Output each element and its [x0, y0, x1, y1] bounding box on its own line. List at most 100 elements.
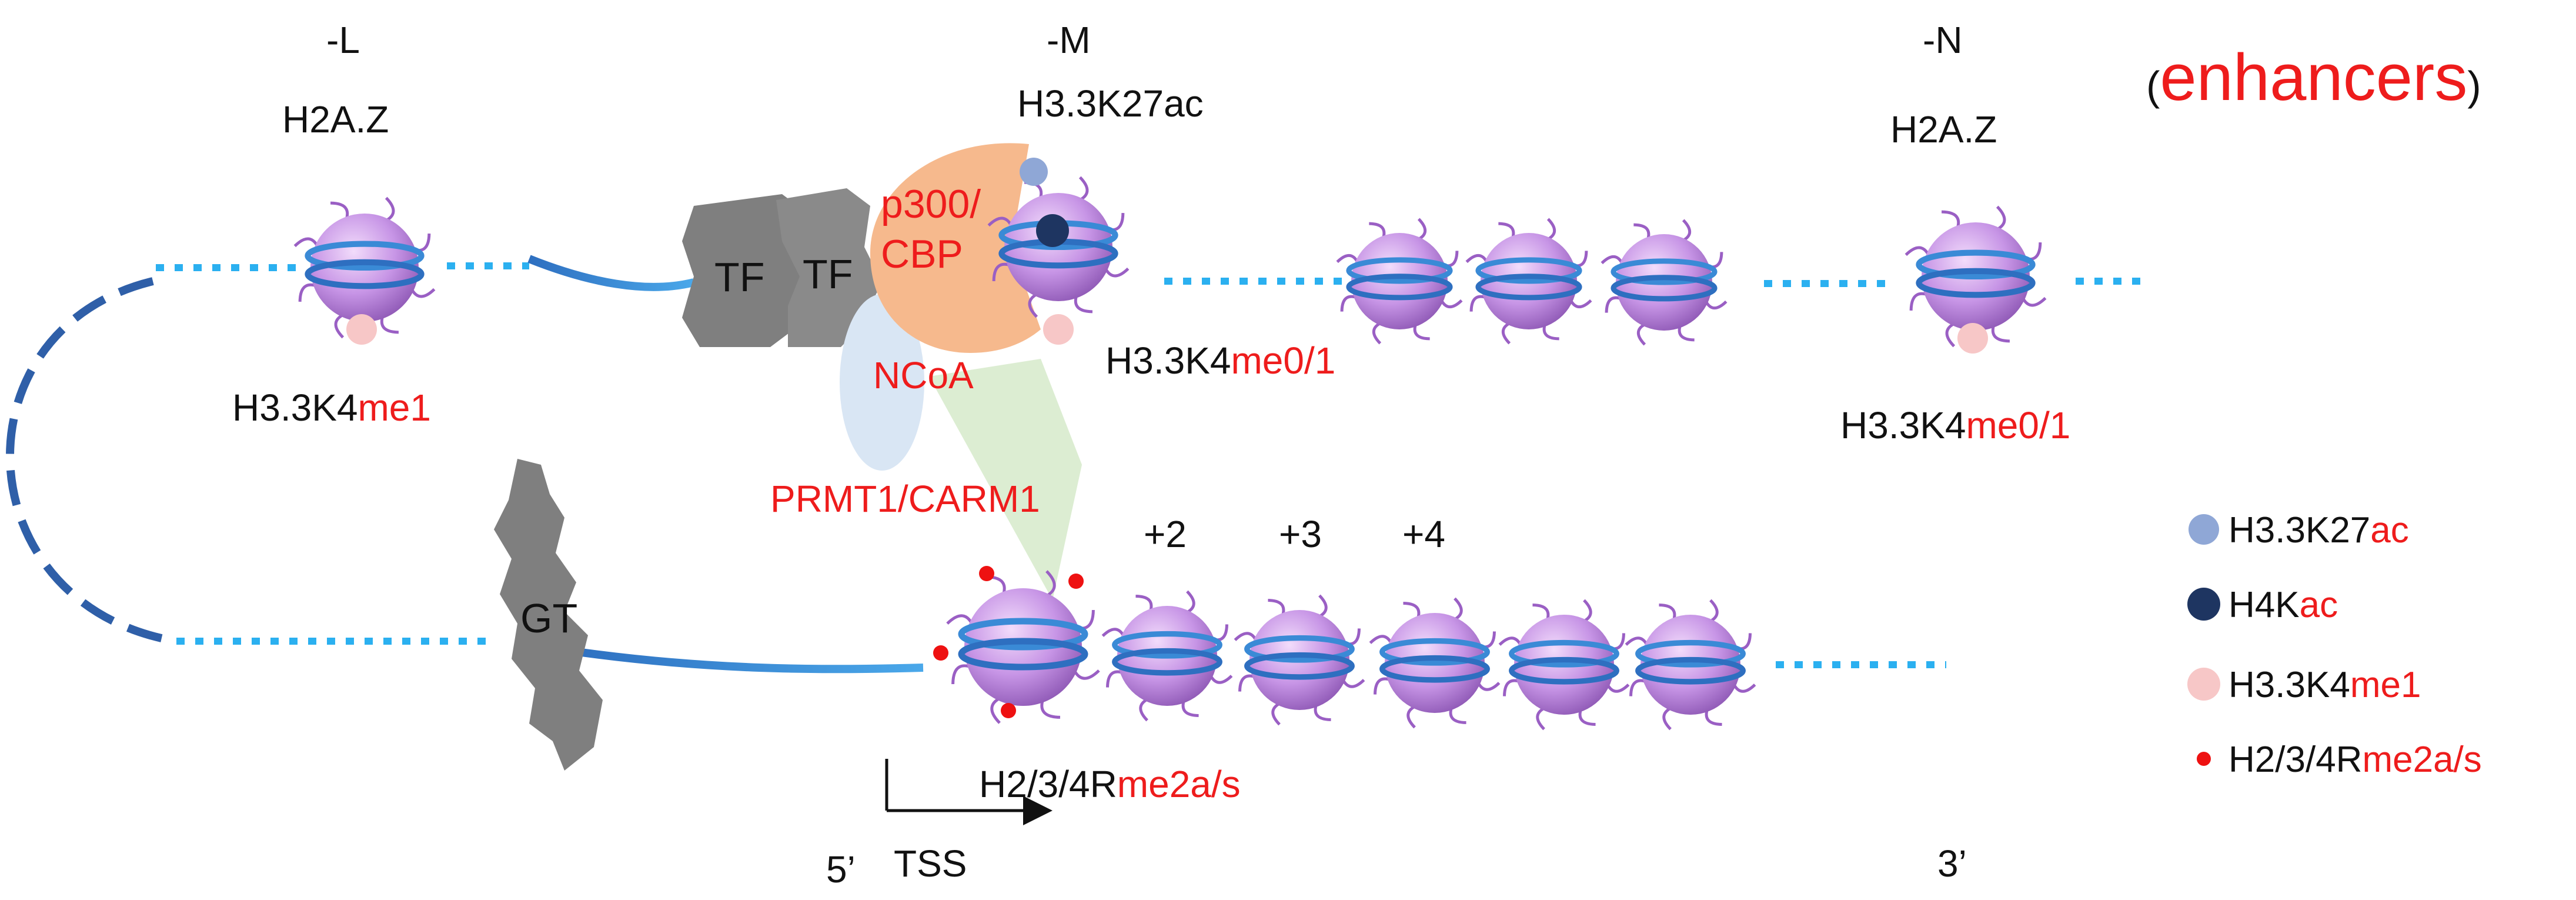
legend-label-k4me1: H3.3K4me1	[2228, 665, 2421, 705]
k4-left-base: H3.3K4	[232, 386, 358, 429]
nucleosome-plus5	[1498, 599, 1630, 731]
dna-wrap	[1916, 268, 2036, 298]
dna-wrap	[1379, 638, 1490, 666]
legend-swatch-rme2	[2197, 752, 2211, 766]
dna-wrap	[1611, 275, 1718, 302]
nucleosome-plus4	[1369, 597, 1501, 729]
enhancer-label-m: -M	[1047, 19, 1091, 61]
k4me1-dot-mid	[1043, 314, 1074, 345]
position-plus4: +4	[1402, 513, 1445, 555]
k4-label-left: H3.3K4me1	[232, 386, 431, 429]
promoter-mark-label: H2/3/4Rme2a/s	[979, 763, 1241, 805]
k4-label-right: H3.3K4me0/1	[1840, 404, 2070, 446]
position-plus3: +3	[1279, 513, 1322, 555]
legend-label-k27ac: H3.3K27ac	[2228, 510, 2409, 551]
legend-label-rme2: H2/3/4Rme2a/s	[2228, 739, 2482, 780]
k4-right-mod: me0/1	[1966, 404, 2070, 446]
nucleosome-enhancer-m	[987, 176, 1130, 318]
title-word: enhancers	[2160, 41, 2467, 114]
legend: H3.3K27ac H4Kac H3.3K4me1 H2/3/4Rme2a/s	[2187, 510, 2482, 780]
h2az-label-left: H2A.Z	[282, 98, 389, 141]
dna-wrap	[1509, 656, 1619, 685]
rme2-dot-4	[1001, 703, 1016, 718]
legend-k27ac-mod: ac	[2370, 510, 2408, 551]
prmt-wedge	[929, 359, 1082, 600]
title-paren-open: (	[2146, 63, 2160, 109]
p300-shape	[870, 143, 1041, 353]
dna-loop-dashed	[6, 277, 178, 645]
dna-wrap	[958, 618, 1088, 651]
p300-label-line2: CBP	[881, 232, 963, 276]
ncoa-shape	[840, 294, 924, 471]
legend-h4kac-mod: ac	[2300, 585, 2338, 625]
nucleosome-enhancer-n	[1905, 205, 2047, 348]
promoter-base: H2/3/4R	[979, 763, 1117, 805]
tss-arrow	[885, 759, 1053, 825]
legend-rme2-mod: me2a/s	[2362, 739, 2481, 780]
dna-wrap	[1112, 631, 1222, 659]
dna-wrap	[1611, 258, 1718, 285]
nucleosome-plus1	[946, 570, 1100, 724]
dna-wrap	[1916, 249, 2036, 280]
dna-wrap	[1635, 656, 1746, 685]
rme2-dot-1	[979, 566, 994, 581]
legend-k4me1-base: H3.3K4	[2228, 665, 2350, 705]
dna-wrap	[1346, 257, 1453, 284]
enhancer-label-n: -N	[1923, 19, 1963, 61]
tf2-shape	[776, 188, 882, 347]
dna-wrap	[1475, 274, 1582, 301]
k4-label-mid: H3.3K4me0/1	[1105, 339, 1335, 382]
tss-label: TSS	[894, 842, 967, 885]
title: (enhancers)	[2146, 41, 2481, 114]
h4kac-dot	[1036, 214, 1069, 247]
dna-wrap	[1244, 652, 1355, 680]
dna-wrap	[1346, 274, 1453, 301]
gt-shape	[494, 459, 603, 771]
nucleosome-plus3	[1234, 594, 1365, 726]
prmt-label: PRMT1/CARM1	[770, 478, 1040, 520]
promoter-mod: me2a/s	[1117, 763, 1241, 805]
nucleosomes	[293, 176, 2047, 731]
legend-label-h4kac: H4Kac	[2228, 585, 2338, 625]
dna-wrap	[1509, 639, 1619, 668]
p300-label-line1: p300/	[881, 182, 981, 226]
dna-wrap	[1244, 635, 1355, 663]
legend-k4me1-mod: me1	[2350, 665, 2421, 705]
nucleosome-top-1	[1336, 218, 1463, 345]
k27ac-dot-top	[1020, 158, 1048, 186]
dna-wrap	[1379, 655, 1490, 683]
gt-label: GT	[520, 595, 577, 641]
dna-wrap	[958, 638, 1088, 671]
legend-rme2-base: H2/3/4R	[2228, 739, 2362, 780]
k4-right-base: H3.3K4	[1840, 404, 1966, 446]
position-plus2: +2	[1144, 513, 1187, 555]
legend-k27ac-base: H3.3K27	[2228, 510, 2370, 551]
tf2-label: TF	[803, 251, 853, 297]
k4me1-dot-right	[1957, 323, 1988, 354]
dna-wrap	[305, 259, 425, 289]
legend-swatch-k4me1	[2187, 668, 2220, 701]
ncoa-label: NCoA	[873, 354, 974, 396]
rme2-dot-3	[933, 645, 948, 661]
dna-solid-bottom	[563, 646, 924, 674]
legend-swatch-k27ac	[2189, 514, 2219, 545]
dna-wrap	[1475, 257, 1582, 284]
tf-complex: TF TF p300/ CBP NCoA PRMT1/CARM1 GT	[494, 143, 1082, 771]
dna-solid-top-1	[527, 255, 695, 291]
dna-strands	[6, 255, 2140, 674]
tf1-label: TF	[714, 254, 765, 300]
k4-mid-base: H3.3K4	[1105, 339, 1231, 382]
k4me1-dot-left	[346, 314, 377, 345]
k4-mid-mod: me0/1	[1231, 339, 1335, 382]
title-paren-close: )	[2467, 63, 2481, 109]
nucleosome-top-2	[1465, 218, 1592, 345]
nucleosome-plus6	[1625, 599, 1756, 731]
nucleosome-plus2	[1101, 590, 1233, 722]
enhancer-label-l: -L	[326, 19, 360, 61]
five-prime-label: 5’	[826, 848, 856, 891]
histone-mark-dots	[346, 158, 1988, 718]
tf1-shape	[682, 194, 811, 347]
dna-wrap	[305, 241, 425, 271]
legend-swatch-h4kac	[2187, 588, 2220, 621]
